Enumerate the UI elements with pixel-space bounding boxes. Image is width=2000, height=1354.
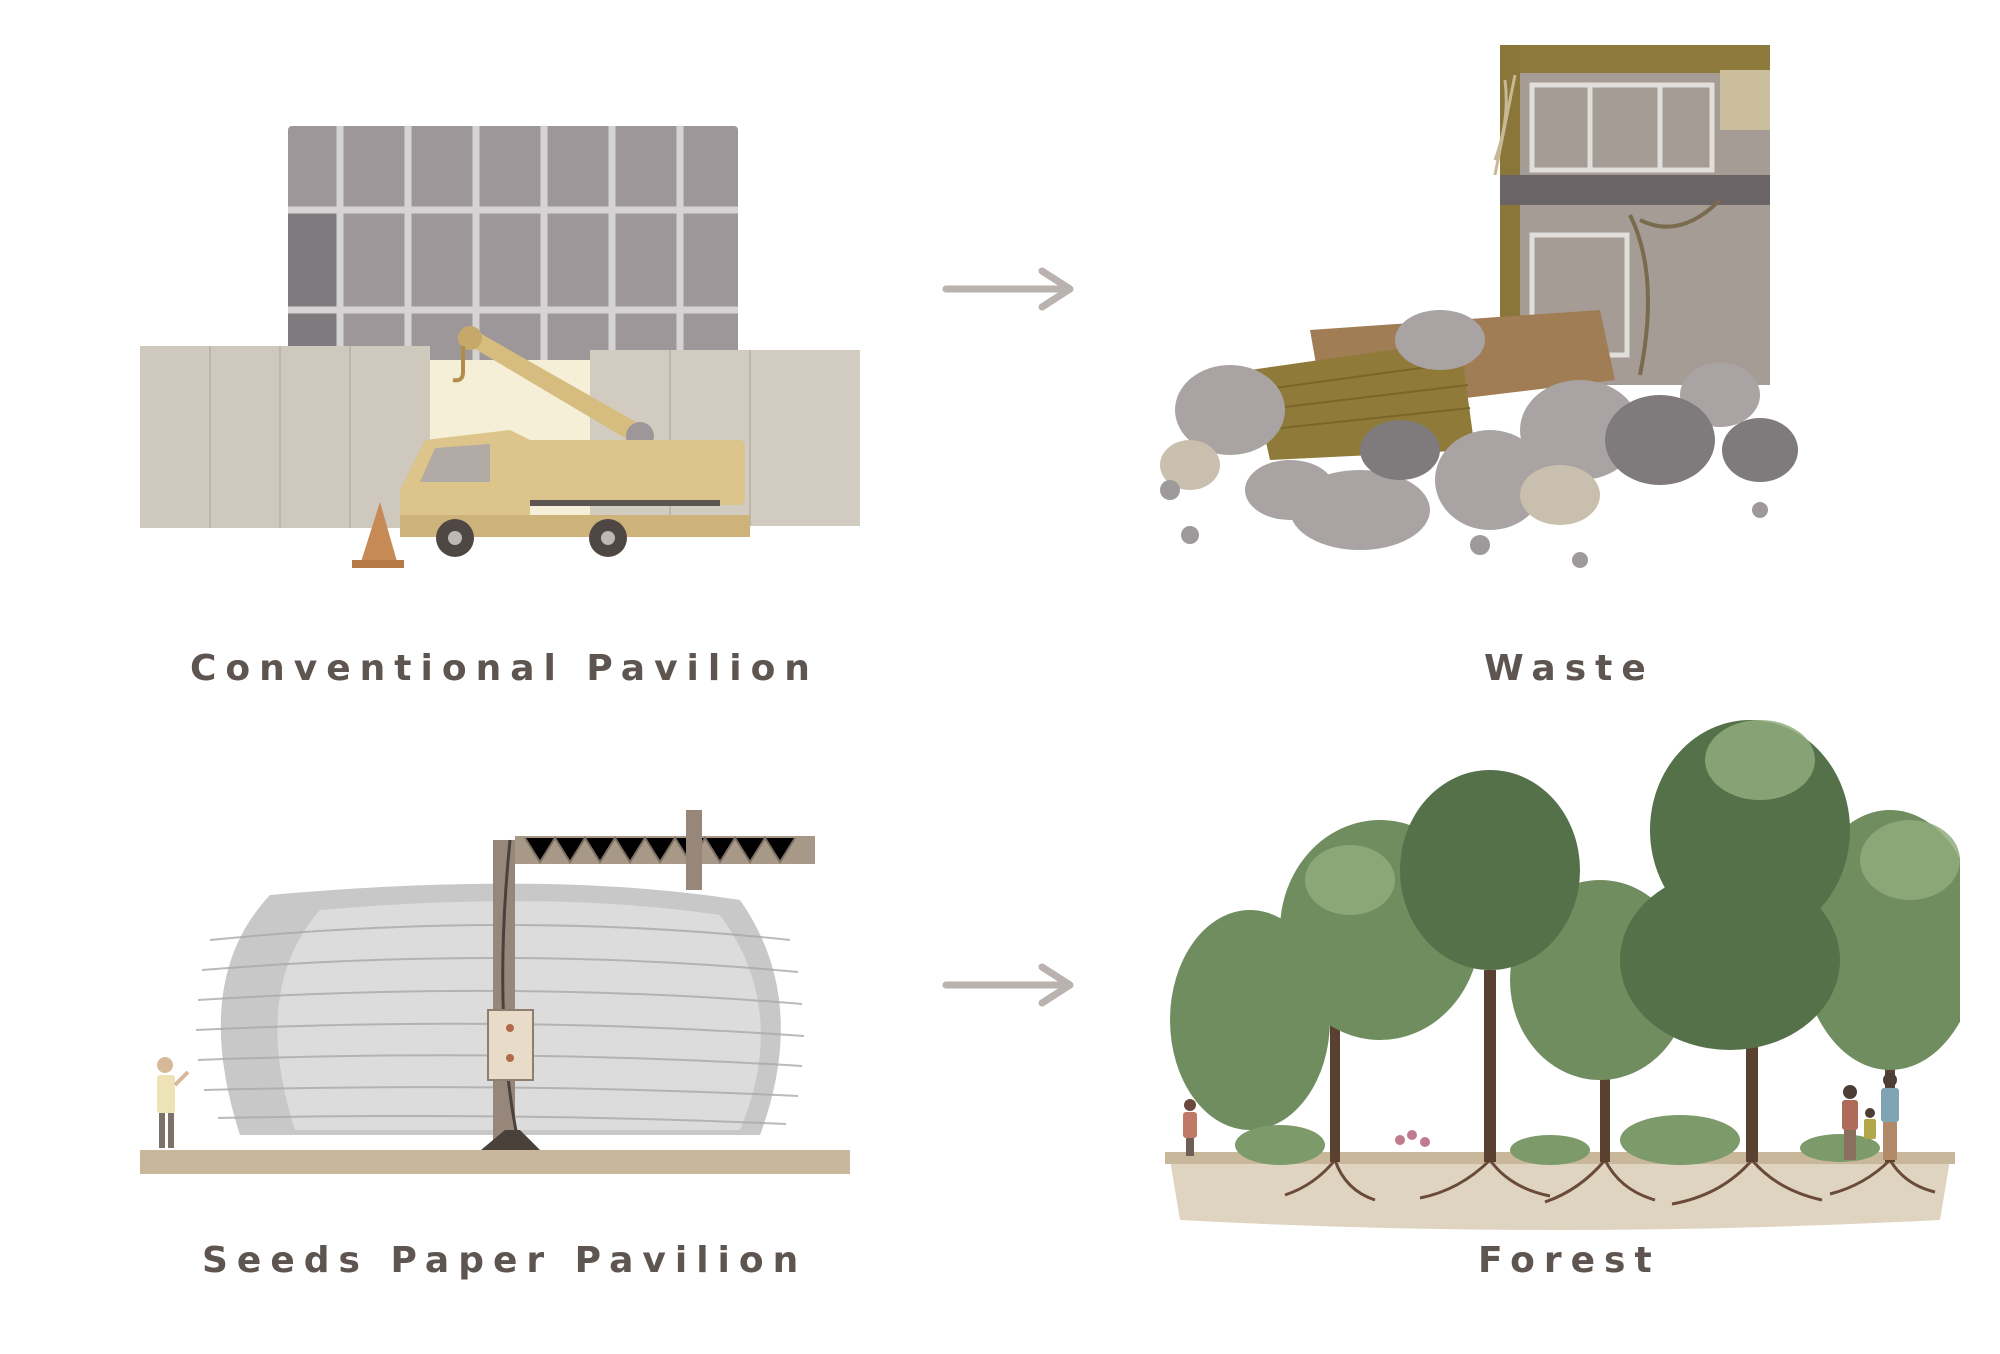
conventional-pavilion-illustration [140,126,860,568]
caption-waste: Waste [1484,648,1655,689]
seeds-paper-pavilion-illustration [140,810,850,1174]
caption-seeds-paper-pavilion: Seeds Paper Pavilion [202,1240,808,1281]
caption-forest: Forest [1478,1240,1661,1281]
arrow-right-icon [942,963,1074,1007]
forest-illustration [1165,720,1960,1230]
arrow-right-icon [942,267,1074,311]
caption-conventional-pavilion: Conventional Pavilion [190,648,819,689]
waste-illustration [1160,45,1798,568]
